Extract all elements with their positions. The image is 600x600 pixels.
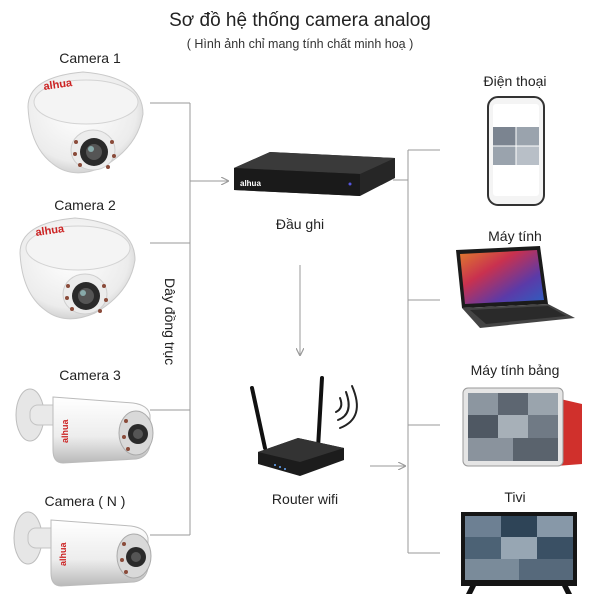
wifi-router-icon (250, 376, 344, 476)
camera-n-bullet-icon: alhua (13, 511, 152, 587)
laptop-icon (456, 246, 575, 328)
tv-label: Tivi (504, 489, 526, 505)
diagram-subtitle: ( Hình ảnh chỉ mang tính chất minh hoạ ) (186, 37, 414, 51)
camera-3-label: Camera 3 (59, 367, 121, 383)
svg-text:alhua: alhua (60, 418, 70, 443)
svg-text:alhua: alhua (43, 77, 74, 93)
dvr-recorder-icon: alhua (234, 152, 395, 196)
svg-text:alhua: alhua (240, 179, 261, 188)
svg-text:alhua: alhua (58, 541, 68, 566)
camera-3-bullet-icon: alhua (15, 388, 154, 464)
phone-label: Điện thoại (483, 73, 547, 89)
camera-1-label: Camera 1 (59, 50, 121, 66)
tv-icon (461, 512, 577, 594)
svg-text:alhua: alhua (35, 223, 66, 239)
tablet-label: Máy tính bảng (470, 362, 560, 378)
camera-2-dome-icon: alhua (19, 217, 136, 320)
camera-2-label: Camera 2 (54, 197, 116, 213)
router-label: Router wifi (271, 491, 339, 507)
phone-icon (487, 96, 545, 206)
wifi-signal-icon (335, 385, 358, 429)
tablet-icon (462, 387, 582, 467)
laptop-label: Máy tính (488, 228, 542, 244)
connection-lines (150, 102, 440, 554)
camera-1-dome-icon: alhua (27, 71, 144, 174)
diagram-title: Sơ đồ hệ thống camera analog (169, 10, 431, 31)
camera-n-label: Camera ( N ) (44, 493, 126, 509)
recorder-label: Đầu ghi (275, 216, 325, 232)
